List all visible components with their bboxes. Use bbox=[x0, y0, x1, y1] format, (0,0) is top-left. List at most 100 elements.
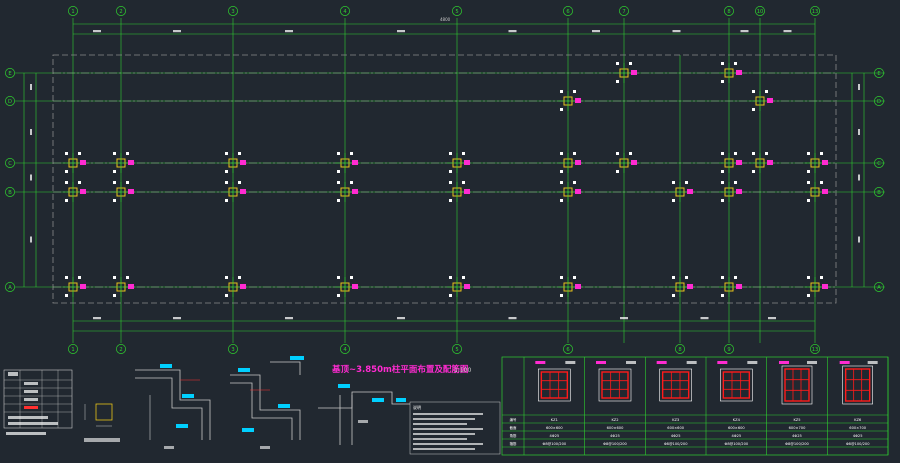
schedule-row-header: 箍筋 bbox=[510, 441, 517, 446]
section-dim-tag bbox=[839, 361, 850, 364]
axis-bubble-left-label: B bbox=[8, 190, 12, 196]
dimension-text bbox=[285, 30, 293, 33]
column-tag bbox=[464, 189, 470, 194]
column-tag bbox=[822, 160, 828, 165]
schedule-cell: 600×600 bbox=[667, 426, 684, 430]
dimension-text bbox=[30, 174, 32, 181]
column-dim-text bbox=[573, 152, 576, 155]
column-dim-text bbox=[807, 181, 810, 184]
column-tag bbox=[240, 160, 246, 165]
dimension-text bbox=[30, 236, 32, 243]
axis-bubble-right bbox=[874, 68, 884, 78]
column-dim-text bbox=[820, 181, 823, 184]
schedule-cell: Φ8@100/200 bbox=[664, 442, 688, 446]
column-dim-text bbox=[672, 276, 675, 279]
column-tag bbox=[575, 284, 581, 289]
column-dim-text bbox=[752, 152, 755, 155]
section-dim-tag bbox=[867, 361, 878, 364]
column-tag bbox=[352, 189, 358, 194]
schedule-cell: KZ1 bbox=[551, 418, 558, 422]
drawing-title-block: 基顶~3.850m柱平面布置及配筋图 1:100 bbox=[331, 364, 471, 375]
column-dim-text bbox=[462, 152, 465, 155]
section-dim-tag bbox=[807, 361, 817, 364]
axis-bubble-top bbox=[452, 6, 462, 16]
column-tag bbox=[464, 284, 470, 289]
column-dim-text bbox=[807, 199, 810, 202]
dimension-text bbox=[93, 317, 101, 320]
column-dim-text bbox=[113, 199, 116, 202]
column-dim-text bbox=[734, 276, 737, 279]
column-dim-text bbox=[78, 152, 81, 155]
column-tag bbox=[240, 284, 246, 289]
column-dim-text bbox=[560, 152, 563, 155]
column-tag bbox=[352, 160, 358, 165]
column-dim-text bbox=[573, 276, 576, 279]
column-dim-text bbox=[807, 276, 810, 279]
section-dim-tag bbox=[596, 361, 606, 364]
axis-bubble-top bbox=[619, 6, 629, 16]
dimension-lines bbox=[23, 23, 865, 332]
foundation-outline bbox=[52, 54, 837, 304]
column-dim-text bbox=[337, 199, 340, 202]
schedule-cell: Φ8@100/200 bbox=[603, 442, 627, 446]
schedule-row-header: 编号 bbox=[510, 417, 517, 422]
column-dim-text bbox=[721, 181, 724, 184]
column-dim-text bbox=[65, 199, 68, 202]
axis-bubble-left-label: A bbox=[8, 285, 12, 291]
axis-bubble-right bbox=[874, 158, 884, 168]
column-dim-text bbox=[573, 181, 576, 184]
overall-dimension-text: 4800 bbox=[440, 17, 451, 22]
axis-bubble-top bbox=[116, 6, 126, 16]
column-dim-text bbox=[337, 294, 340, 297]
axis-bubble-bottom bbox=[68, 344, 78, 354]
dimension-text bbox=[858, 129, 860, 135]
column-tag bbox=[128, 189, 134, 194]
axis-bubble-bottom bbox=[563, 344, 573, 354]
schedule-cell: KZ4 bbox=[733, 418, 741, 422]
column-dim-text bbox=[126, 152, 129, 155]
axis-bubble-left-label: C bbox=[8, 161, 12, 167]
section-outline bbox=[659, 368, 692, 402]
column-dim-text bbox=[225, 181, 228, 184]
schedule-cell: 600×600 bbox=[728, 426, 745, 430]
column-dim-text bbox=[560, 181, 563, 184]
column-dim-text bbox=[113, 181, 116, 184]
column-dim-text bbox=[721, 199, 724, 202]
column-tag bbox=[80, 284, 86, 289]
section-stirrup bbox=[540, 371, 569, 399]
general-notes: 说明 bbox=[409, 401, 501, 455]
column-dim-text bbox=[629, 152, 632, 155]
axis-bubble-top bbox=[340, 6, 350, 16]
axis-bubble-top-label: 10 bbox=[757, 9, 764, 15]
column-dim-text bbox=[65, 294, 68, 297]
column-dim-text bbox=[560, 90, 563, 93]
section-dim-tag bbox=[656, 361, 667, 364]
column-dim-text bbox=[685, 276, 688, 279]
axis-bubble-bottom-label: 4 bbox=[343, 347, 347, 353]
dimension-text bbox=[508, 30, 517, 33]
schedule-row-header: 截面 bbox=[510, 425, 517, 430]
drawing-title: 基顶~3.850m柱平面布置及配筋图 bbox=[331, 364, 468, 375]
dimension-text bbox=[620, 317, 628, 320]
column-tag bbox=[631, 160, 637, 165]
column-tag bbox=[767, 160, 773, 165]
section-dim-tag bbox=[717, 361, 728, 364]
section-dim-tag bbox=[779, 361, 789, 364]
schedule-cell: 4Φ25 bbox=[549, 434, 559, 438]
column-dim-text bbox=[721, 276, 724, 279]
column-dim-text bbox=[616, 152, 619, 155]
column-dim-text bbox=[126, 181, 129, 184]
column-tag bbox=[80, 189, 86, 194]
section-dim-tag bbox=[565, 361, 576, 364]
axis-bubble-left bbox=[5, 282, 15, 292]
column-dim-text bbox=[765, 90, 768, 93]
axis-bubble-bottom bbox=[810, 344, 820, 354]
axis-bubble-top-label: 1 bbox=[71, 9, 74, 15]
column-markers bbox=[63, 62, 828, 297]
column-tag bbox=[575, 160, 581, 165]
column-tag bbox=[464, 160, 470, 165]
section-stirrup bbox=[722, 371, 751, 399]
axis-bubble-right-label: B bbox=[877, 190, 881, 196]
